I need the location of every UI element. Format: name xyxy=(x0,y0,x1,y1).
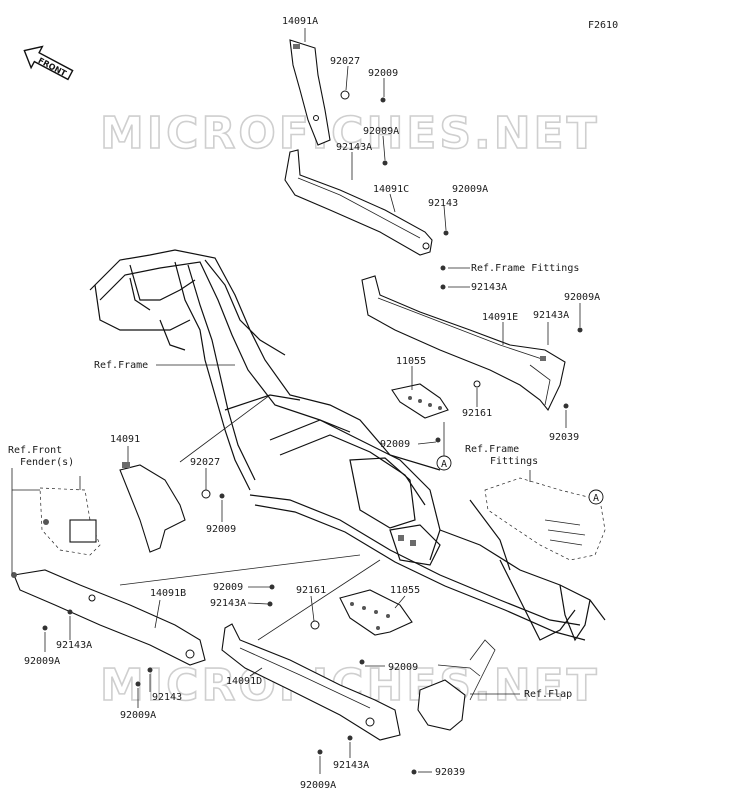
spacer-92161-1[interactable] xyxy=(473,380,481,388)
label-11055-1: 11055 xyxy=(396,356,426,367)
nut-92143a-5[interactable] xyxy=(267,601,273,607)
nut-92143a-4[interactable] xyxy=(67,609,73,615)
label-92143a-3: 92143A xyxy=(533,310,569,321)
mark-a1: A xyxy=(441,459,447,470)
washer-92027-mid[interactable] xyxy=(201,489,211,499)
nut-92143-1[interactable] xyxy=(443,230,449,236)
label-14091: 14091 xyxy=(110,434,140,445)
label-92009-low: 92009 xyxy=(213,582,243,593)
label-92009a-2: 92009A xyxy=(452,184,488,195)
label-92027-top: 92027 xyxy=(330,56,360,67)
label-92009a-1: 92009A xyxy=(363,126,399,137)
label-92009-top: 92009 xyxy=(368,68,398,79)
bolt-92009-top[interactable] xyxy=(380,97,386,103)
label-92009a-6: 92009A xyxy=(300,780,336,791)
washer-92027-top[interactable] xyxy=(340,90,350,100)
label-ref-frame-fittings-2a: Ref.Frame xyxy=(465,444,519,455)
label-14091d: 14091D xyxy=(226,676,262,687)
label-92039-2: 92039 xyxy=(435,767,465,778)
label-14091a: 14091A xyxy=(282,16,318,27)
label-92143a-2: 92143A xyxy=(471,282,507,293)
label-92161-2: 92161 xyxy=(296,585,326,596)
label-92009a-3: 92009A xyxy=(564,292,600,303)
nut-92143-2[interactable] xyxy=(147,667,153,673)
watermark-top: MICROFICHES.NET xyxy=(100,108,600,159)
part-14091e[interactable] xyxy=(361,275,566,412)
ref-front-fender xyxy=(39,487,101,556)
bolt-92009a-1[interactable] xyxy=(382,160,388,166)
leader-lines xyxy=(11,28,581,774)
figure-code: F2610 xyxy=(588,20,618,31)
mark-a2-circle xyxy=(588,489,604,505)
bolt-ref-fittings[interactable] xyxy=(440,265,446,271)
bolt-92009-low[interactable] xyxy=(269,584,275,590)
bolt-92009-left[interactable] xyxy=(219,493,225,499)
label-92039-1: 92039 xyxy=(549,432,579,443)
label-14091b: 14091B xyxy=(150,588,186,599)
bolt-92009-mid[interactable] xyxy=(435,437,441,443)
label-ref-front-fender-1: Ref.Front xyxy=(8,445,62,456)
label-11055-2: 11055 xyxy=(390,585,420,596)
bolt-92009a-5[interactable] xyxy=(135,681,141,687)
spacer-92161-2[interactable] xyxy=(310,620,320,630)
label-92009-left: 92009 xyxy=(206,524,236,535)
nut-92143a-6[interactable] xyxy=(347,735,353,741)
label-92009-low2: 92009 xyxy=(388,662,418,673)
label-14091e: 14091E xyxy=(482,312,518,323)
ref-frame-fittings-detail xyxy=(484,477,606,561)
part-14091d[interactable] xyxy=(221,623,401,741)
bolt-92039-2[interactable] xyxy=(411,769,417,775)
ref-flap xyxy=(417,639,496,731)
label-92143a-6: 92143A xyxy=(333,760,369,771)
part-11055-upper[interactable] xyxy=(391,383,449,419)
label-92009a-4: 92009A xyxy=(24,656,60,667)
label-ref-frame: Ref.Frame xyxy=(94,360,148,371)
label-92143a-4: 92143A xyxy=(210,598,246,609)
label-92143-1: 92143 xyxy=(428,198,458,209)
callout-labels: 14091A 92027 92009 92009A 92143A 14091C … xyxy=(8,16,600,791)
bolt-92009-low2[interactable] xyxy=(359,659,365,665)
label-ref-frame-fittings-2b: Fittings xyxy=(490,456,538,467)
label-92143-2: 92143 xyxy=(152,692,182,703)
part-11055-lower[interactable] xyxy=(339,589,413,636)
bolt-left-end[interactable] xyxy=(11,572,17,578)
label-ref-flap: Ref.Flap xyxy=(524,689,572,700)
label-92143a-5: 92143A xyxy=(56,640,92,651)
part-14091a[interactable] xyxy=(289,39,331,146)
label-92161-1: 92161 xyxy=(462,408,492,419)
nut-92143a-2[interactable] xyxy=(440,284,446,290)
label-92143a-1: 92143A xyxy=(336,142,372,153)
label-ref-frame-fittings-1: Ref.Frame Fittings xyxy=(471,263,579,274)
vehicle-frame xyxy=(89,249,606,642)
label-92027-mid: 92027 xyxy=(190,457,220,468)
part-14091b[interactable] xyxy=(13,569,206,666)
label-14091c: 14091C xyxy=(373,184,409,195)
part-14091[interactable] xyxy=(119,462,186,553)
label-92009a-5: 92009A xyxy=(120,710,156,721)
bolt-92009a-4[interactable] xyxy=(42,625,48,631)
bolt-92009a-6[interactable] xyxy=(317,749,323,755)
part-14091c[interactable] xyxy=(284,149,433,256)
label-92009-mid: 92009 xyxy=(380,439,410,450)
front-arrow-icon: FRONT xyxy=(23,45,74,81)
bolt-92039-1[interactable] xyxy=(563,403,569,409)
mark-a2: A xyxy=(593,493,599,504)
bolt-92009a-3[interactable] xyxy=(577,327,583,333)
label-ref-front-fender-2: Fender(s) xyxy=(20,457,74,468)
